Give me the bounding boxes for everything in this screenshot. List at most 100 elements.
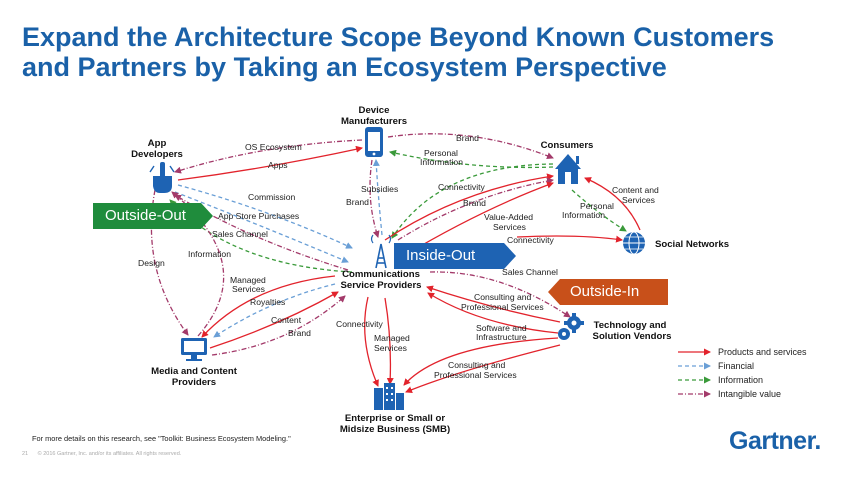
- edge-commission: [177, 184, 353, 249]
- label-brand-media: Brand: [288, 328, 311, 338]
- label-royalties: Royalties: [250, 297, 285, 307]
- node-smb-line-1: Enterprise or Small or: [345, 413, 445, 424]
- edge-connectivity-smb: [364, 296, 379, 387]
- edge-consulting-smb: [403, 337, 559, 386]
- page-number: 21: [22, 451, 29, 457]
- label-software-line-2: Infrastructure: [476, 332, 527, 342]
- edge-design: [150, 189, 189, 336]
- label-personal-info-social-line-2: Information: [562, 210, 605, 220]
- label-managed-smb-line-1: Managed: [374, 333, 410, 343]
- title-line-1: Expand the Architecture Scope Beyond Kno…: [22, 22, 775, 52]
- label-personal-info-line-2: Information: [420, 157, 463, 167]
- label-brand-consumer: Brand: [463, 198, 486, 208]
- label-commission: Commission: [248, 192, 295, 202]
- label-content-services-line-1: Content and: [612, 185, 659, 195]
- node-device-line-2: Manufacturers: [341, 116, 407, 127]
- slide-title: Expand the Architecture Scope Beyond Kno…: [22, 22, 842, 82]
- label-app-store-purchases: App Store Purchases: [218, 211, 299, 221]
- node-tech-line-1: Technology and: [594, 320, 667, 331]
- label-connectivity-smb: Connectivity: [336, 319, 384, 329]
- label-managed-media-line-2: Services: [232, 284, 265, 294]
- edge-labels: OS Ecosystem Apps Brand Personal Informa…: [138, 133, 659, 380]
- label-apps: Apps: [268, 160, 288, 170]
- node-social-networks: Social Networks: [655, 239, 729, 250]
- node-app-line-1: App: [148, 138, 167, 149]
- node-tech-line-2: Solution Vendors: [593, 331, 672, 342]
- footnote: For more details on this research, see "…: [32, 434, 291, 443]
- label-content-services-line-2: Services: [622, 195, 655, 205]
- legend-label-products: Products and services: [718, 347, 807, 357]
- tag-outside-out: Outside-Out: [93, 203, 213, 229]
- node-csp-line-1: Communications: [342, 269, 420, 280]
- edge-subsidies: [372, 159, 383, 236]
- label-content: Content: [271, 315, 302, 325]
- node-media-line-2: Providers: [172, 377, 216, 388]
- title-line-2: and Partners by Taking an Ecosystem Pers…: [22, 52, 667, 82]
- edge-brand-device: [369, 159, 380, 238]
- label-software-line-1: Software and: [476, 323, 527, 333]
- antenna-tower-icon: [370, 234, 392, 269]
- label-connectivity-consumer: Connectivity: [438, 182, 486, 192]
- legend-item-information: Information: [678, 375, 763, 385]
- label-consulting-csp-line-2: Professional Services: [461, 302, 544, 312]
- slide-footer: 21 © 2016 Gartner, Inc. and/or its affil…: [22, 451, 189, 457]
- label-brand-top: Brand: [456, 133, 479, 143]
- node-consumers: Consumers: [541, 140, 594, 151]
- node-app-line-2: Developers: [131, 149, 183, 160]
- edge-connectivity-consumer: [384, 173, 554, 241]
- node-media-line-1: Media and Content: [151, 366, 238, 377]
- label-value-added-line-1: Value-Added: [484, 212, 533, 222]
- gears-icon: [558, 313, 584, 340]
- label-subsidies: Subsidies: [361, 184, 398, 194]
- monitor-icon: [181, 338, 207, 361]
- edge-info-csp-consumer: [391, 163, 554, 239]
- legend-item-intangible: Intangible value: [678, 389, 781, 399]
- globe-icon: [623, 231, 645, 255]
- gartner-logo: Gartner.: [729, 427, 821, 455]
- label-value-added-line-2: Services: [493, 222, 526, 232]
- edge-brand-top: [387, 133, 554, 160]
- legend-label-information: Information: [718, 375, 763, 385]
- edge-content-services: [584, 177, 641, 231]
- edge-managed-media: [201, 275, 336, 338]
- edge-personal-info-social: [571, 189, 627, 232]
- legend-label-intangible: Intangible value: [718, 389, 781, 399]
- edge-software: [427, 292, 559, 334]
- legend-item-products: Products and services: [678, 347, 807, 357]
- label-sales-channel-app: Sales Channel: [212, 229, 268, 239]
- label-os-ecosystem: OS Ecosystem: [245, 142, 302, 152]
- label-managed-media-line-1: Managed: [230, 275, 266, 285]
- legend: Products and services Financial Informat…: [678, 347, 807, 399]
- label-information: Information: [188, 249, 231, 259]
- tag-outside-in: Outside-In: [548, 279, 668, 305]
- edge-connectivity-social: [516, 235, 623, 243]
- edge-consulting-csp: [426, 285, 561, 323]
- edge-sales-channel-tech: [429, 271, 571, 318]
- label-managed-smb-line-2: Services: [374, 343, 407, 353]
- legend-label-financial: Financial: [718, 361, 754, 371]
- edge-managed-smb: [384, 297, 394, 385]
- label-connectivity-social: Connectivity: [507, 235, 555, 245]
- edge-os-ecosystem: [174, 139, 363, 174]
- edge-brand-consumer: [397, 177, 554, 241]
- label-consulting-smb-line-2: Professional Services: [434, 370, 517, 380]
- label-consulting-smb-line-1: Consulting and: [448, 360, 506, 370]
- node-csp-line-2: Service Providers: [340, 280, 421, 291]
- edge-software-smb: [405, 344, 561, 393]
- tag-inside-out: Inside-Out: [394, 243, 516, 269]
- label-consulting-csp-line-1: Consulting and: [474, 292, 532, 302]
- house-icon: [555, 154, 581, 184]
- edge-brand-media: [211, 295, 346, 356]
- edge-content: [209, 291, 339, 349]
- edge-royalties: [213, 283, 336, 338]
- label-personal-info-line-1: Personal: [424, 148, 458, 158]
- edge-app-store: [174, 191, 349, 263]
- office-buildings-icon: [374, 383, 404, 410]
- node-device-line-1: Device: [359, 105, 390, 116]
- label-design: Design: [138, 258, 165, 268]
- node-labels: Device Manufacturers App Developers Cons…: [131, 105, 729, 435]
- copyright: © 2016 Gartner, Inc. and/or its affiliat…: [37, 451, 182, 457]
- node-smb-line-2: Midsize Business (SMB): [340, 424, 450, 435]
- phone-icon: [365, 127, 383, 157]
